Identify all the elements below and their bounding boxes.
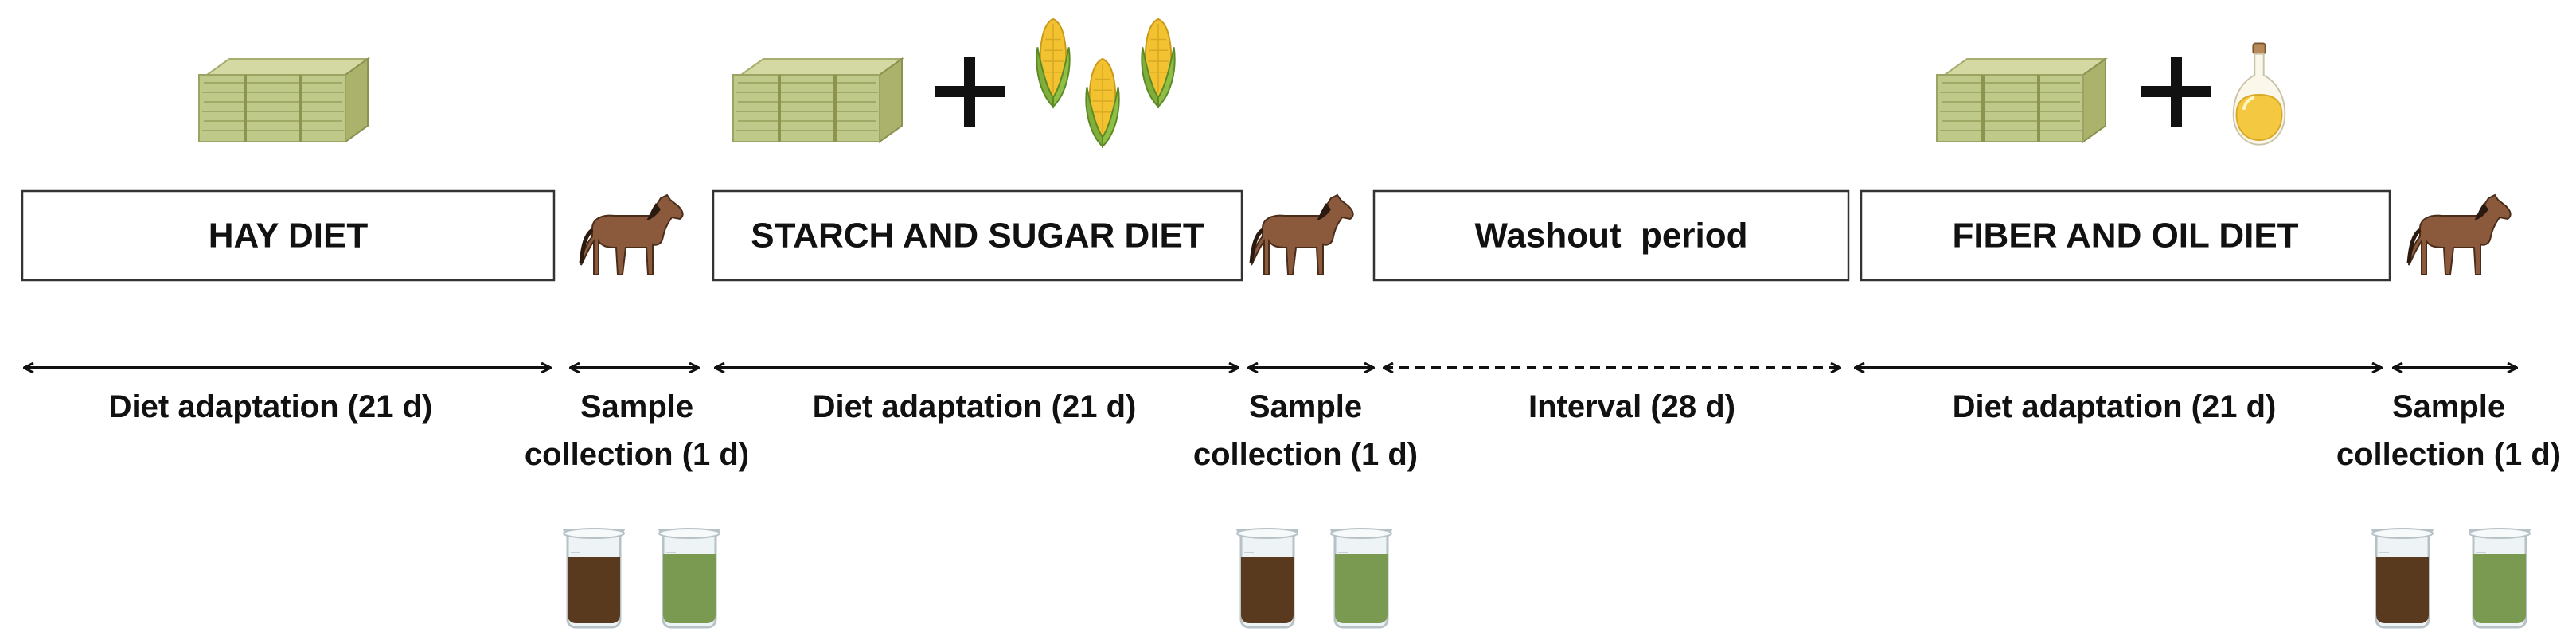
phase-box-washout-period: Washout period — [1372, 189, 1850, 282]
phase-label: FIBER AND OIL DIET — [1952, 217, 2298, 256]
plus-icon — [935, 57, 1005, 127]
feed-group-starch-sugar — [733, 18, 1176, 148]
timeline-label-sample-line2: collection (1 d) — [1193, 437, 1418, 472]
oil-bottle-icon — [2231, 41, 2287, 146]
brown-sample-beaker-icon — [562, 527, 626, 629]
timeline-label-hay-adaptation: Diet adaptation (21 d) — [109, 389, 433, 424]
phase-label: HAY DIET — [209, 217, 369, 256]
hay-bale-icon — [199, 59, 368, 142]
phase-box-fiber-oil-diet: FIBER AND OIL DIET — [1860, 189, 2391, 282]
timeline-label-sample-line1: Sample — [580, 389, 693, 424]
phase-label: Washout period — [1474, 217, 1747, 256]
green-sample-beaker-icon — [1329, 527, 1393, 629]
sample-beakers-1 — [562, 527, 721, 629]
sample-beakers-3 — [2371, 527, 2531, 629]
brown-sample-beaker-icon — [1235, 527, 1299, 629]
horse-icon — [1251, 195, 1353, 275]
phase-label: STARCH AND SUGAR DIET — [751, 217, 1204, 256]
green-sample-beaker-icon — [2468, 527, 2531, 629]
timeline-label-washout-interval: Interval (28 d) — [1528, 389, 1735, 424]
timeline-label-sample-line2: collection (1 d) — [2336, 437, 2561, 472]
feed-group-hay — [199, 59, 368, 142]
timeline-label-starch-adaptation: Diet adaptation (21 d) — [813, 389, 1137, 424]
timeline-label-sample-line1: Sample — [1249, 389, 1362, 424]
timeline-label-sample-line1: Sample — [2392, 389, 2505, 424]
hay-bale-icon — [733, 59, 902, 142]
phase-box-starch-sugar-diet: STARCH AND SUGAR DIET — [712, 189, 1243, 282]
corn-cobs-icon — [1036, 18, 1176, 148]
green-sample-beaker-icon — [658, 527, 721, 629]
sample-beakers-2 — [1235, 527, 1393, 629]
timeline-label-sample-line2: collection (1 d) — [525, 437, 749, 472]
brown-sample-beaker-icon — [2371, 527, 2434, 629]
plus-icon — [2141, 57, 2211, 127]
feed-group-fiber-oil — [1937, 41, 2287, 146]
phase-box-hay-diet: HAY DIET — [21, 189, 556, 282]
hay-bale-icon — [1937, 59, 2106, 142]
timeline-label-fiber-adaptation: Diet adaptation (21 d) — [1953, 389, 2277, 424]
horse-icon — [2409, 195, 2511, 275]
horse-icon — [581, 195, 683, 275]
